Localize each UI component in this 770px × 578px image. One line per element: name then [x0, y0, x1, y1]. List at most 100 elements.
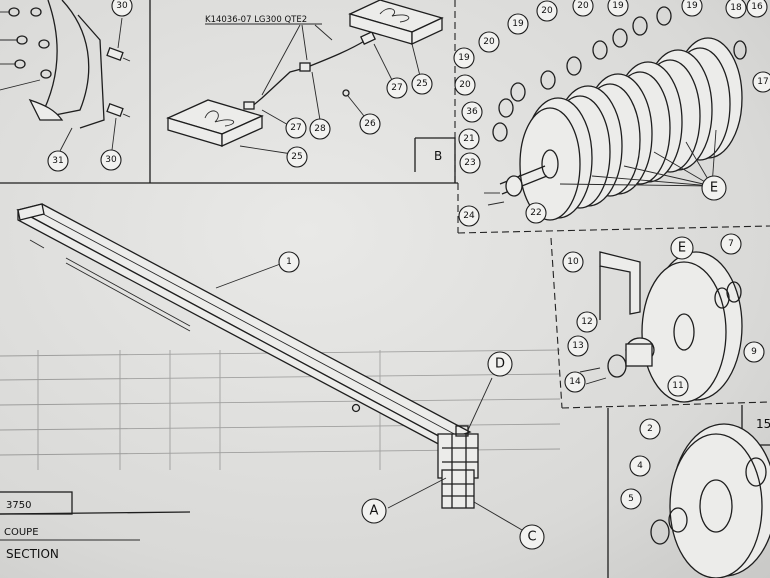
callout-13: 13 [567, 335, 589, 357]
callout-2: 2 [639, 418, 661, 440]
svg-text:2: 2 [647, 424, 653, 434]
svg-text:20: 20 [483, 37, 495, 47]
callout-30-top: 30 [111, 0, 133, 17]
svg-text:13: 13 [572, 341, 583, 351]
svg-text:5: 5 [628, 494, 634, 504]
callout-11: 11 [667, 375, 689, 397]
callout-19-c: 19 [681, 0, 703, 17]
callout-e-top: E [701, 175, 727, 201]
svg-text:10: 10 [567, 257, 579, 267]
svg-text:14: 14 [569, 377, 581, 387]
svg-text:1: 1 [286, 257, 292, 267]
svg-text:A: A [370, 504, 379, 519]
bolt-30-lower [106, 103, 131, 118]
callout-21: 21 [458, 128, 480, 150]
svg-text:12: 12 [581, 317, 592, 327]
leaders-to-e [559, 129, 717, 187]
callout-e-mid: E [670, 236, 694, 260]
callout-25-a: 25 [286, 146, 308, 168]
svg-text:E: E [678, 241, 686, 256]
callout-22: 22 [525, 202, 547, 224]
svg-text:19: 19 [512, 19, 524, 29]
title-line-1: COUPE [4, 527, 39, 538]
svg-text:20: 20 [541, 6, 553, 16]
svg-text:21: 21 [463, 134, 474, 144]
spacer-rings [492, 6, 747, 142]
svg-text:18: 18 [730, 3, 742, 13]
title-block: 3750 COUPE SECTION [0, 491, 191, 561]
callout-19-b: 19 [607, 0, 629, 17]
svg-text:11: 11 [672, 381, 683, 391]
svg-text:20: 20 [577, 1, 589, 11]
callout-17: 17 [752, 71, 770, 93]
callout-1: 1 [278, 251, 300, 273]
svg-text:31: 31 [52, 156, 63, 166]
svg-text:27: 27 [290, 123, 301, 133]
svg-text:28: 28 [314, 124, 326, 134]
beam-end-clamp [387, 377, 523, 531]
callout-25-b: 25 [411, 73, 433, 95]
drawing-number: 3750 [6, 500, 31, 511]
callout-27-a: 27 [285, 117, 307, 139]
callout-14: 14 [564, 371, 586, 393]
callout-19-a: 19 [507, 13, 529, 35]
svg-text:22: 22 [530, 208, 541, 218]
sensor-cable-assembly: K14036-07 LG300 QTE2 [166, 0, 444, 155]
svg-text:7: 7 [728, 239, 734, 249]
callout-20-c: 20 [478, 31, 500, 53]
svg-text:30: 30 [105, 155, 117, 165]
callout-16: 16 [746, 0, 768, 18]
callout-20-a: 20 [536, 0, 558, 22]
svg-text:D: D [495, 357, 505, 372]
callouts: 30 30 31 27 27 28 26 25 25 20 20 20 20 1… [47, 0, 770, 550]
part-label: K14036-07 LG300 QTE2 [205, 15, 307, 25]
svg-text:26: 26 [364, 119, 376, 129]
callout-7: 7 [720, 233, 742, 255]
callout-24: 24 [458, 205, 480, 227]
single-wheel-assembly [579, 251, 743, 403]
section-b-label: B [434, 149, 442, 163]
svg-text:20: 20 [459, 80, 471, 90]
callout-27-b: 27 [386, 77, 408, 99]
svg-text:19: 19 [458, 53, 470, 63]
callout-20-d: 20 [454, 74, 476, 96]
wheel-1 [519, 97, 593, 221]
callout-4: 4 [629, 455, 651, 477]
callout-20-b: 20 [572, 0, 594, 17]
callout-30-bottom: 30 [100, 149, 122, 171]
callout-10: 10 [562, 251, 584, 273]
top-left-assembly [0, 0, 131, 152]
svg-text:23: 23 [464, 158, 475, 168]
svg-text:25: 25 [291, 152, 302, 162]
svg-text:25: 25 [416, 79, 427, 89]
magnet-plate-left [166, 99, 264, 148]
bolt-30-upper [106, 47, 131, 62]
wheel-shaft-assembly: B [434, 6, 747, 221]
callout-36: 36 [461, 101, 483, 123]
callout-9: 9 [743, 341, 765, 363]
callout-18: 18 [725, 0, 747, 19]
callout-28: 28 [309, 118, 331, 140]
corner-label: 15 [756, 417, 770, 431]
svg-text:16: 16 [751, 2, 763, 12]
main-beam [16, 203, 472, 450]
title-line-2: SECTION [6, 547, 59, 561]
svg-text:24: 24 [463, 211, 475, 221]
svg-text:17: 17 [757, 77, 768, 87]
svg-text:4: 4 [637, 461, 643, 471]
svg-text:30: 30 [116, 1, 128, 11]
callout-c: C [519, 524, 545, 550]
svg-text:19: 19 [612, 1, 624, 11]
callout-5: 5 [620, 488, 642, 510]
svg-text:19: 19 [686, 1, 698, 11]
callout-19-d: 19 [453, 47, 475, 69]
callout-d: D [487, 351, 513, 377]
svg-text:C: C [527, 530, 536, 545]
magnet-plate-right [348, 0, 444, 46]
callout-26: 26 [359, 113, 381, 135]
svg-text:E: E [710, 181, 718, 196]
svg-text:9: 9 [751, 347, 757, 357]
